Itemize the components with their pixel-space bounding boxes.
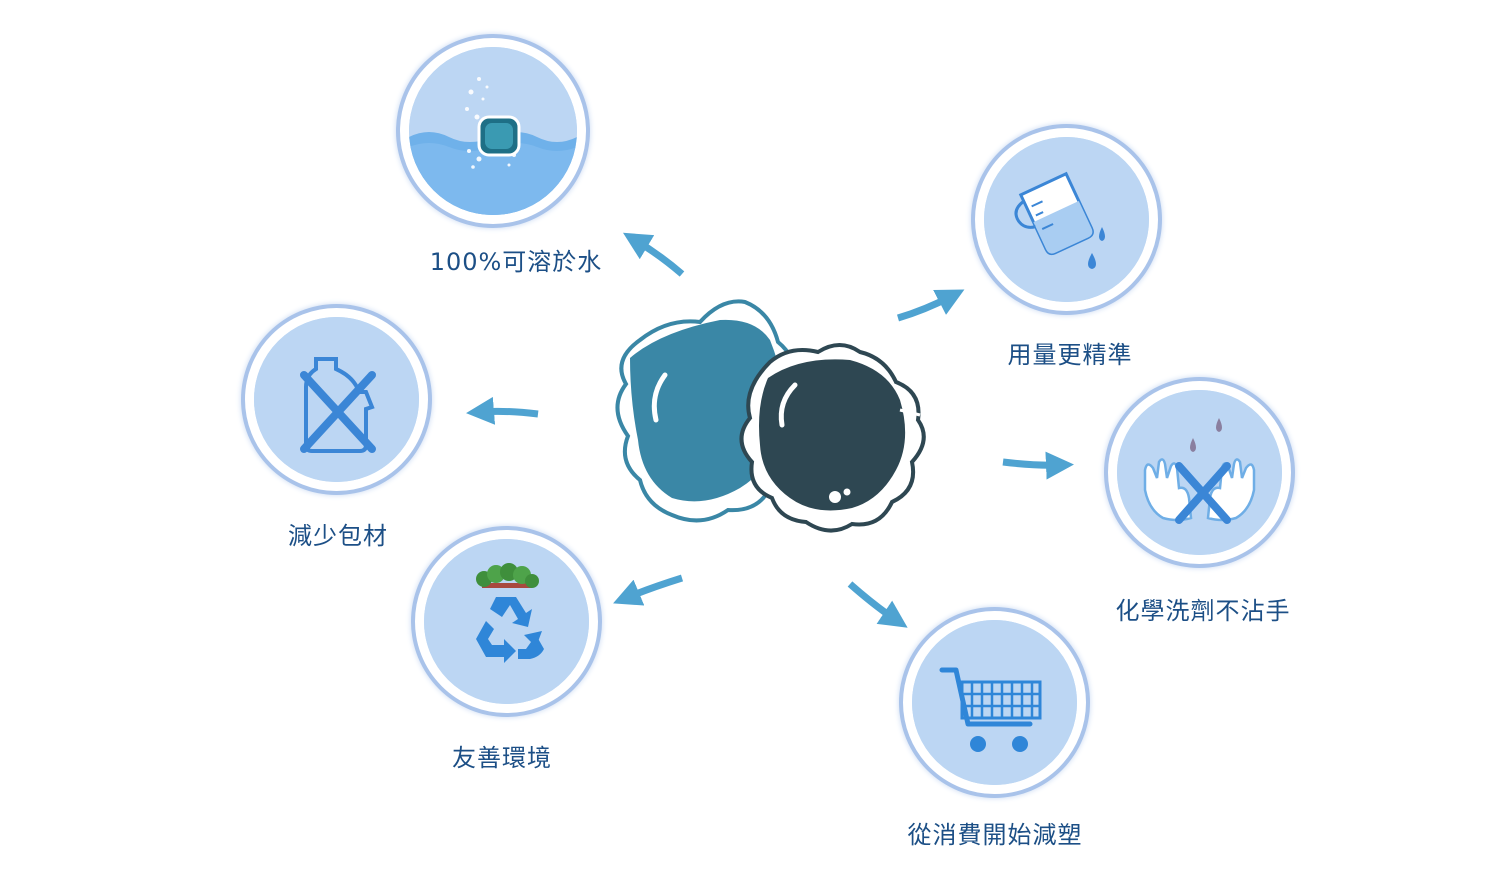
measuring-cup-icon [975, 128, 1158, 311]
arrow-to-dosage [897, 289, 965, 322]
arrow-to-plastic [847, 581, 908, 628]
arrow-to-packaging [466, 396, 539, 425]
shopping-cart-icon [903, 611, 1086, 794]
feature-dissolve-label: 100%可溶於水 [429, 248, 603, 276]
feature-packaging-label: 減少包材 [288, 522, 388, 550]
water-dissolve-icon [400, 38, 586, 224]
feature-hands-label: 化學洗劑不沾手 [1115, 597, 1291, 625]
dark-pod [739, 343, 926, 533]
recycle-icon [415, 530, 598, 713]
feature-eco-label: 友善環境 [452, 744, 552, 772]
feature-dosage-label: 用量更精準 [1007, 341, 1133, 369]
arrow-to-hands [1002, 451, 1074, 480]
tree-icon [476, 563, 539, 588]
arrow-to-dissolve [622, 232, 685, 277]
no-bottle-icon [245, 308, 428, 491]
feature-plastic-label: 從消費開始減塑 [907, 821, 1083, 849]
clean-hands-icon [1108, 381, 1291, 564]
arrow-to-eco [613, 574, 684, 606]
